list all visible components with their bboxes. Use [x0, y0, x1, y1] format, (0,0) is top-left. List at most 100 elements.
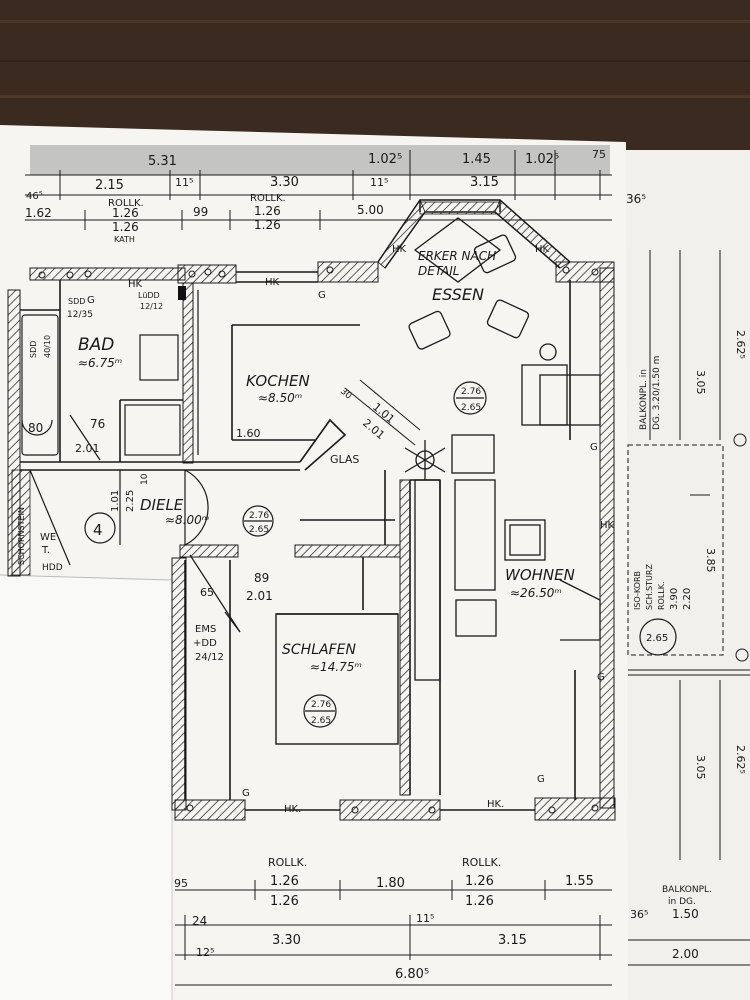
right-dim-385: 3.85 — [704, 548, 717, 573]
g-5: G — [242, 788, 250, 799]
rollk2-bot: 1.26 — [254, 218, 281, 232]
balkon-bottom-2: in DG. — [668, 897, 696, 907]
room-bad-area: ≈6.75ᵐ — [78, 356, 122, 370]
iso-390: 3.90 — [669, 588, 680, 610]
g-1: G — [87, 295, 95, 306]
h-diele-top: 2.76 — [249, 511, 269, 521]
hk-1: HK — [128, 279, 143, 290]
bottom-mid: 1.80 — [376, 876, 405, 891]
dim-row2-4: 11⁵ — [370, 176, 388, 189]
overlay-paper-sheet — [0, 575, 172, 1000]
room-bad-name: BAD — [78, 335, 114, 355]
rollk1-bot: 1.26 — [112, 220, 139, 234]
right-dim-305b: 3.05 — [694, 755, 707, 780]
bad-cabinet — [139, 334, 179, 381]
g-3: G — [590, 442, 598, 453]
side-table — [504, 519, 546, 561]
bad-dim-201: 2.01 — [75, 442, 100, 455]
we-label: WE — [40, 532, 56, 543]
h-wohnen-top: 2.76 — [461, 387, 481, 397]
wall-diele-bottom — [179, 544, 239, 558]
bad-dim-80: 80 — [28, 421, 43, 435]
bottom-right: 1.55 — [565, 874, 594, 889]
dim-row2-2: 11⁵ — [175, 176, 193, 189]
balkon-vert-2: DG. 3.20/1.50 m — [652, 356, 662, 430]
h-schlafen-bot: 2.65 — [311, 716, 331, 726]
room-kochen-area: ≈8.50ᵐ — [258, 391, 302, 405]
sdd-v-size: 40/10 — [43, 335, 52, 358]
hk-5: HK — [600, 520, 615, 531]
dim-row2-3: 3.30 — [270, 175, 299, 190]
diele-door-swing — [184, 469, 209, 546]
height-marker-schlafen — [303, 694, 337, 728]
bad-dim-76: 76 — [90, 417, 105, 431]
diele-dim-10: 10 — [140, 473, 150, 485]
bottom-330: 3.30 — [272, 933, 301, 948]
sofa — [454, 479, 496, 591]
glas-label: GLAS — [330, 453, 359, 466]
bottom-rollk2-label: ROLLK. — [462, 856, 501, 869]
sdd-v-label: SDD — [29, 341, 38, 358]
bottom-315: 3.15 — [498, 933, 527, 948]
wall-left-lower — [171, 557, 187, 811]
lueftung-2: 12/12 — [140, 302, 163, 311]
sofa-end-2 — [455, 599, 497, 637]
ems-2: +DD — [193, 638, 217, 649]
shower — [124, 404, 181, 456]
room-schlafen-area: ≈14.75ᵐ — [310, 660, 362, 674]
wall-schlafen-top — [294, 544, 401, 558]
room-diele-name: DIELE — [140, 496, 184, 514]
bottom-125: 12⁵ — [196, 946, 214, 959]
bottom-left: 95 — [174, 877, 188, 890]
dim-small-left: 46⁵ — [26, 191, 43, 202]
right-365: 36⁵ — [630, 908, 648, 921]
balkon-bottom-1: BALKONPL. — [662, 885, 712, 895]
dim-row3-2: 99 — [193, 205, 208, 219]
dim-top-1: 5.31 — [148, 154, 177, 169]
stair-circle — [84, 512, 116, 544]
h-balcony: 2.65 — [646, 633, 668, 644]
h-diele-bot: 2.65 — [249, 525, 269, 535]
dining-chair-3 — [473, 234, 517, 274]
rollk2-label: ROLLK. — [250, 193, 286, 204]
room-kochen-name: KOCHEN — [246, 372, 310, 390]
dining-chair-2 — [486, 299, 530, 339]
wall-bottom-mid — [339, 799, 441, 821]
bottom-rollk1-label: ROLLK. — [268, 856, 307, 869]
bottom-rollk1-top: 1.26 — [270, 874, 299, 889]
sofa-end-1 — [451, 434, 495, 474]
dim-row2-1: 2.15 — [95, 178, 124, 193]
rollk1-kath: KATH — [114, 235, 135, 244]
wall-schlafen-wohnen — [399, 479, 411, 796]
bottom-total: 6.80⁵ — [395, 967, 429, 982]
bottom-rollk2-bot: 1.26 — [465, 894, 494, 909]
ems-3: 24/12 — [195, 652, 224, 663]
rollk1-label: ROLLK. — [108, 198, 144, 209]
dining-table — [413, 217, 502, 283]
dim-row3-3: 5.00 — [357, 203, 384, 217]
dim-row2-5: 3.15 — [470, 175, 499, 190]
hk-3: HK — [392, 244, 407, 255]
h-schlafen-top: 2.76 — [311, 700, 331, 710]
dim-top-3: 1.45 — [462, 152, 491, 167]
hk-7: HK. — [487, 799, 504, 810]
schlafen-dim-65: 65 — [200, 586, 214, 599]
erker-label-1: ERKER NACH — [418, 249, 496, 263]
dim-top-2: 1.02⁵ — [368, 152, 402, 167]
room-schlafen-name: SCHLAFEN — [282, 642, 356, 658]
rollk2-top: 1.26 — [254, 204, 281, 218]
g-2: G — [318, 290, 326, 301]
room-wohnen-name: WOHNEN — [505, 566, 575, 584]
h-wohnen-bot: 2.65 — [461, 403, 481, 413]
chimney-label: SCHORNSTEIN — [17, 507, 26, 565]
lueftung-1: LüDD — [138, 291, 160, 300]
iso-2: SCH.STURZ — [645, 564, 654, 610]
wall-top-erker-left — [317, 261, 379, 283]
erker-label-2: DETAIL — [418, 264, 459, 278]
right-dim-2625b: 2.62⁵ — [734, 745, 747, 774]
we-t-label: T. — [41, 545, 50, 556]
hk-6: HK. — [284, 804, 301, 815]
g-6: G — [537, 774, 545, 785]
